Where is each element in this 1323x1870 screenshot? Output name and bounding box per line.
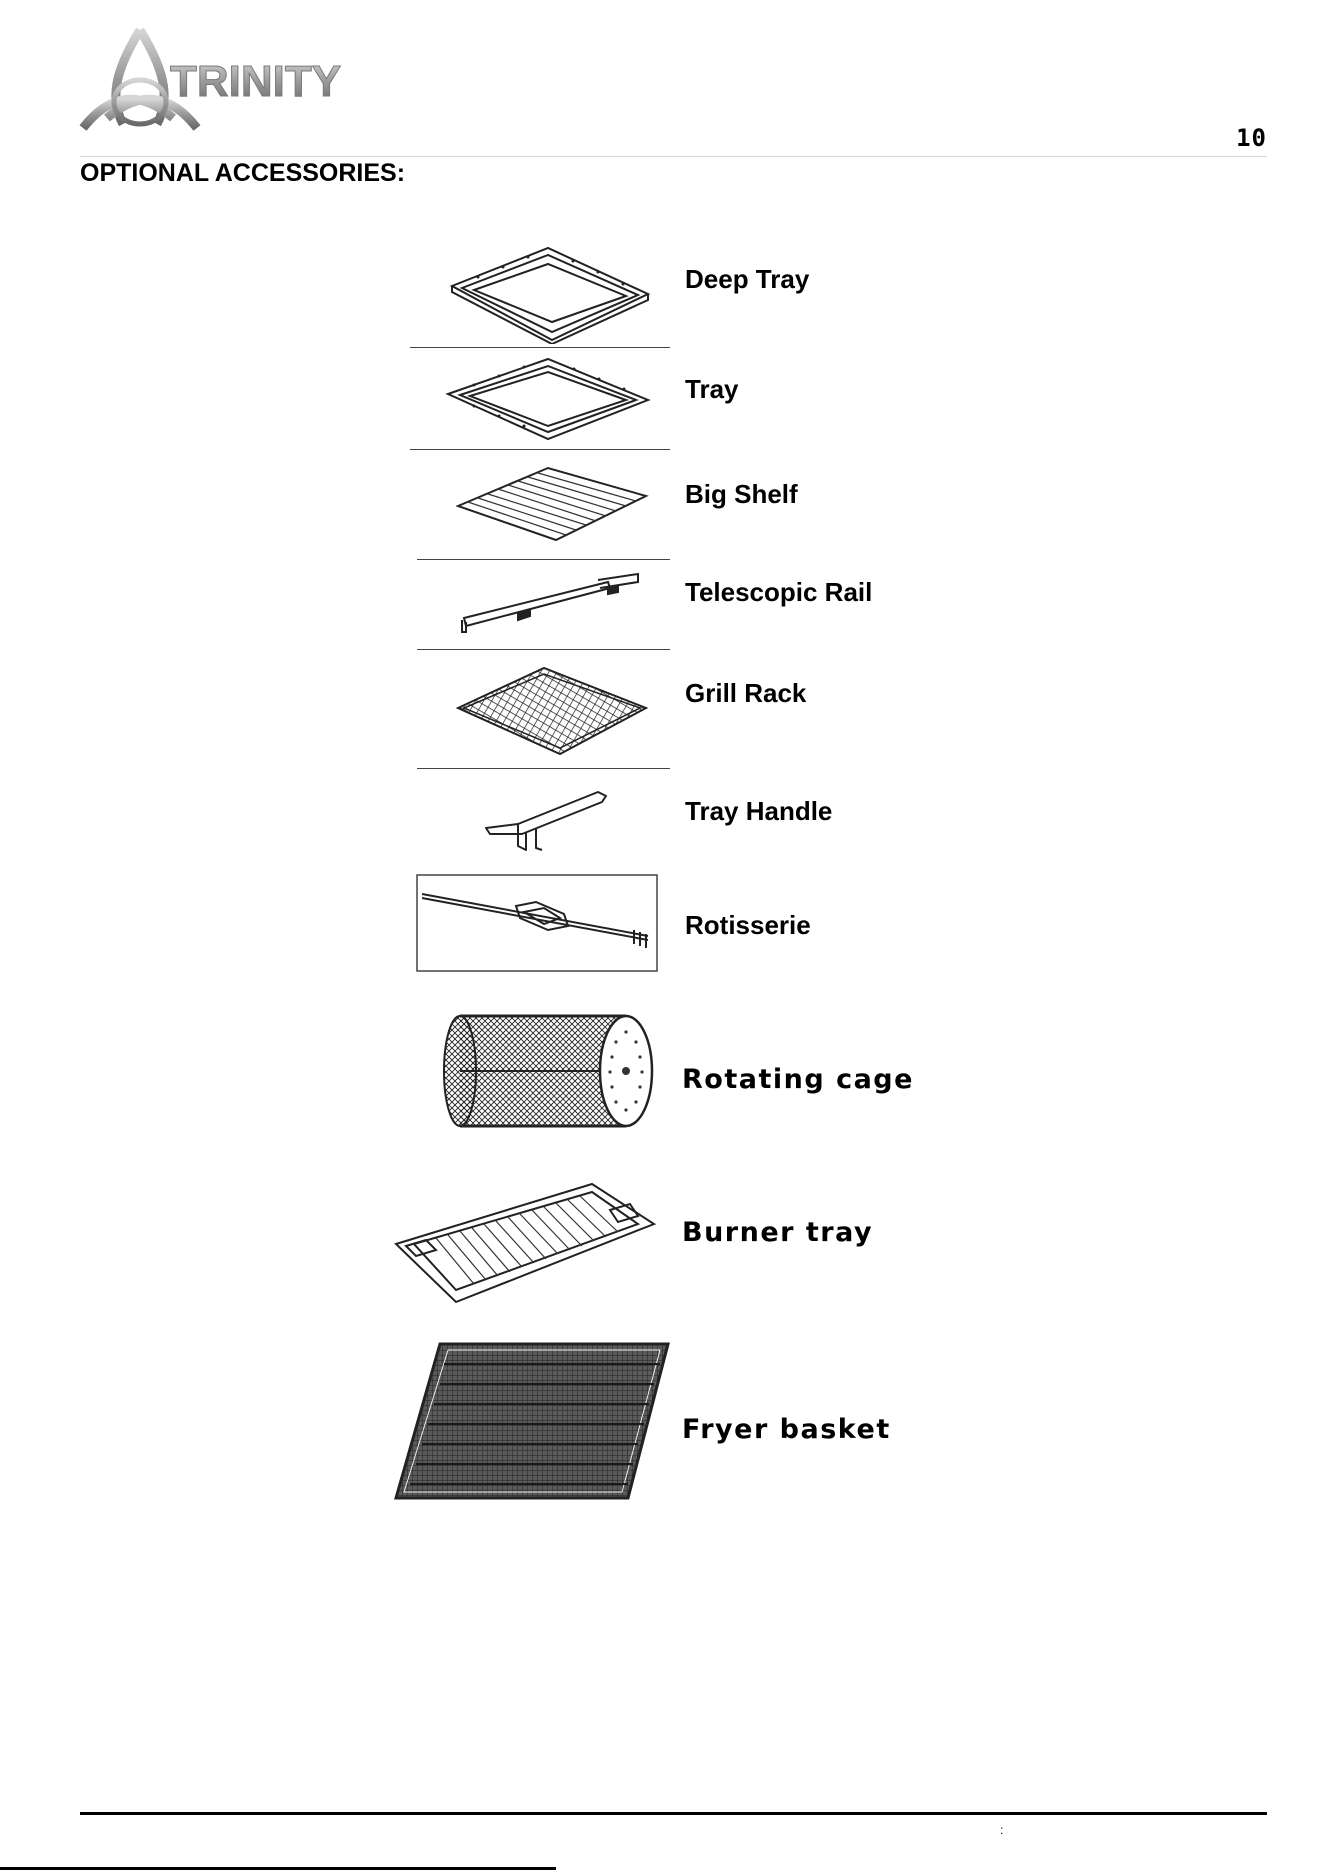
big-shelf-icon [456,464,650,544]
row-divider [417,559,670,560]
accessory-label-tray-handle: Tray Handle [685,796,832,827]
accessory-label-fryer-basket: Fryer basket [682,1414,891,1445]
deep-tray-icon [448,244,652,344]
accessory-label-burner-tray: Burner tray [682,1217,873,1248]
row-divider [417,649,670,650]
row-divider [410,347,670,348]
telescopic-rail-icon [458,570,642,636]
section-title: OPTIONAL ACCESSORIES: [80,159,405,188]
tray-handle-icon [482,788,608,852]
accessory-label-deep-tray: Deep Tray [685,264,809,295]
burner-tray-icon [392,1180,658,1306]
accessory-label-big-shelf: Big Shelf [685,479,798,510]
accessory-label-rotating-cage: Rotating cage [682,1064,914,1095]
trinity-logo: TRINITY [78,26,398,138]
fryer-basket-icon [392,1340,672,1502]
rotisserie-icon [416,874,658,972]
footer-divider [80,1812,1267,1815]
row-divider [410,449,670,450]
accessory-label-telescopic-rail: Telescopic Rail [685,577,872,608]
accessory-label-tray: Tray [685,374,739,405]
grill-rack-icon [456,664,650,758]
row-divider [417,768,670,769]
brand-wordmark: TRINITY [170,57,341,106]
rotating-cage-icon [440,1012,660,1130]
tray-icon [444,356,652,442]
page-number: 10 [1236,124,1267,152]
accessory-label-rotisserie: Rotisserie [685,910,811,941]
footer-mark: : [1000,1823,1003,1837]
header-divider [80,156,1267,157]
accessory-label-grill-rack: Grill Rack [685,678,806,709]
